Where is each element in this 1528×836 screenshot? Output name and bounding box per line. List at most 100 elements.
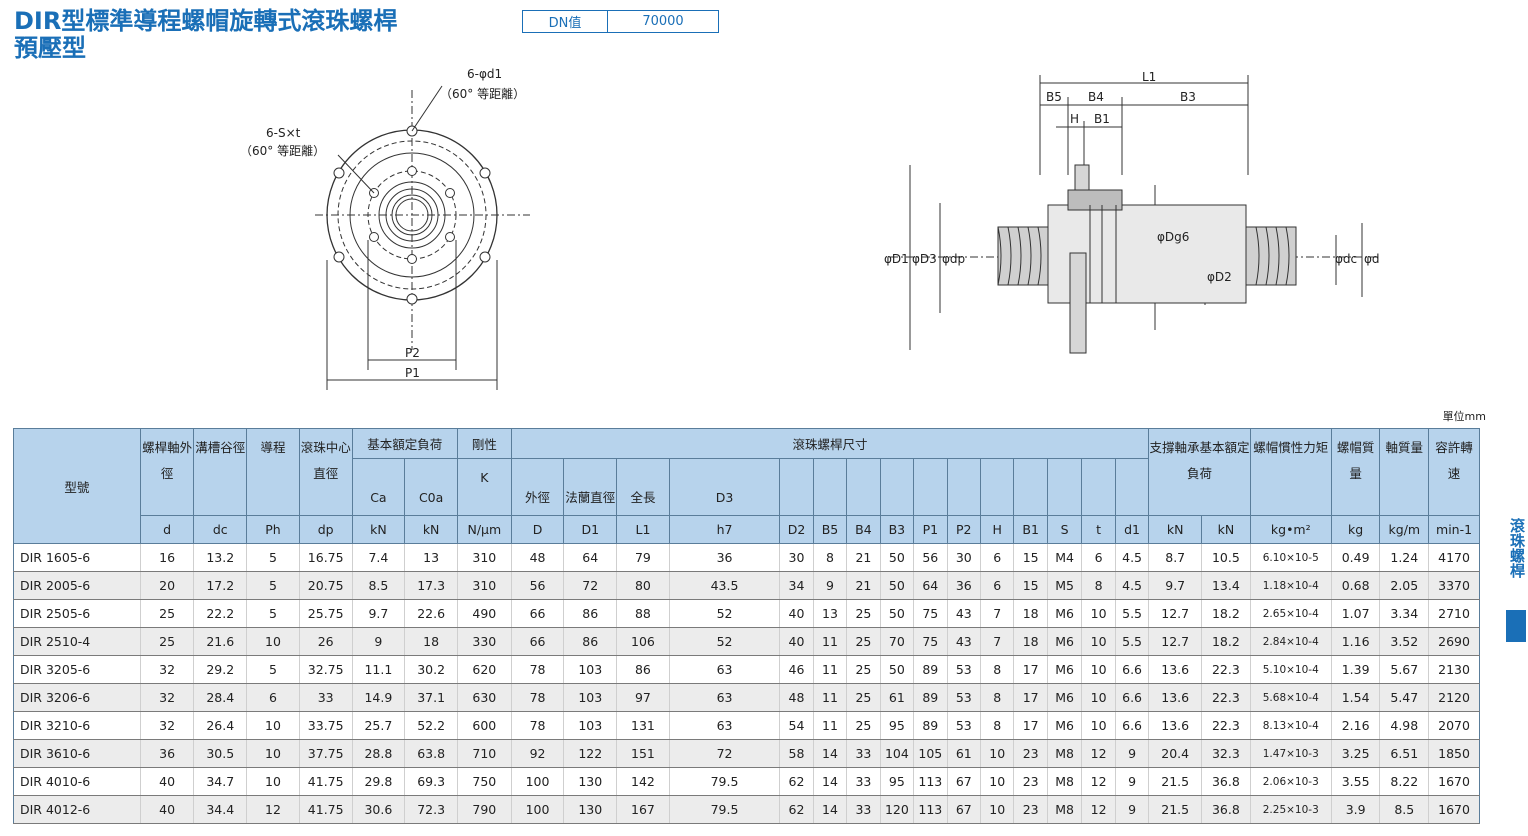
value-cell: 113 bbox=[913, 767, 948, 796]
value-cell: 630 bbox=[456, 683, 512, 712]
value-cell: 29.8 bbox=[351, 767, 405, 796]
value-cell: 61 bbox=[879, 683, 914, 712]
symbol-cell: h7 bbox=[668, 515, 781, 544]
value-cell: 29.2 bbox=[193, 655, 247, 684]
model-cell: DIR 3206-6 bbox=[13, 683, 141, 712]
value-cell: 12 bbox=[1081, 767, 1116, 796]
value-cell: 12.7 bbox=[1148, 599, 1202, 628]
symbol-cell: N/μm bbox=[456, 515, 512, 544]
value-cell: 310 bbox=[456, 543, 512, 572]
value-cell: 33.75 bbox=[298, 711, 353, 740]
sub-d3: D3 bbox=[668, 458, 781, 516]
value-cell: 5.47 bbox=[1379, 683, 1429, 712]
value-cell: 30.2 bbox=[404, 655, 458, 684]
value-cell: 53 bbox=[946, 683, 981, 712]
b4-label: B4 bbox=[1088, 90, 1104, 104]
value-cell: 3.55 bbox=[1330, 767, 1380, 796]
value-cell: 10 bbox=[1081, 627, 1116, 656]
value-cell: 43 bbox=[946, 599, 981, 628]
value-cell: 10 bbox=[246, 767, 300, 796]
value-cell: 32 bbox=[139, 655, 194, 684]
value-cell: 95 bbox=[879, 767, 914, 796]
value-cell: 10 bbox=[1081, 711, 1116, 740]
value-cell: 1850 bbox=[1428, 739, 1480, 768]
value-cell: 64 bbox=[563, 543, 617, 572]
value-cell: 5 bbox=[246, 543, 300, 572]
value-cell: 63.8 bbox=[404, 739, 458, 768]
value-cell: 151 bbox=[616, 739, 670, 768]
value-cell: 790 bbox=[456, 795, 512, 824]
dn-value: 70000 bbox=[642, 14, 684, 29]
value-cell: 6.6 bbox=[1114, 711, 1149, 740]
value-cell: 64 bbox=[913, 571, 948, 600]
value-cell: 20 bbox=[139, 571, 194, 600]
value-cell: 6 bbox=[979, 571, 1014, 600]
value-cell: 10.5 bbox=[1201, 543, 1251, 572]
symbol-cell: kN bbox=[1201, 515, 1251, 544]
value-cell: 52 bbox=[668, 627, 780, 656]
col-dp: 滾珠中心直徑 bbox=[298, 428, 353, 516]
symbol-cell: d bbox=[139, 515, 195, 544]
value-cell: 53 bbox=[946, 711, 981, 740]
symbol-cell: kN bbox=[404, 515, 458, 544]
value-cell: 10 bbox=[246, 739, 300, 768]
value-cell: 37.75 bbox=[298, 739, 353, 768]
value-cell: M4 bbox=[1046, 543, 1082, 572]
value-cell: M6 bbox=[1046, 627, 1082, 656]
spec-table: 型號 螺桿軸外徑 溝槽谷徑 導程 滾珠中心直徑 基本額定負荷 剛性 滾珠螺桿尺寸… bbox=[13, 428, 1480, 824]
d2-label: φD2 bbox=[1207, 270, 1232, 284]
value-cell: 130 bbox=[563, 795, 617, 824]
value-cell: 5 bbox=[246, 599, 300, 628]
value-cell: 70 bbox=[879, 627, 914, 656]
value-cell: 12 bbox=[246, 795, 300, 824]
symbol-cell: S bbox=[1046, 515, 1083, 544]
value-cell: 48 bbox=[510, 543, 564, 572]
value-cell: 88 bbox=[616, 599, 670, 628]
value-cell: 33 bbox=[846, 795, 881, 824]
value-cell: 113 bbox=[913, 795, 948, 824]
value-cell: 25 bbox=[139, 627, 194, 656]
value-cell: 89 bbox=[913, 711, 948, 740]
value-cell: 32.75 bbox=[298, 655, 353, 684]
value-cell: 32 bbox=[139, 711, 194, 740]
dg6-label: φDg6 bbox=[1157, 230, 1189, 244]
value-cell: 28.4 bbox=[193, 683, 247, 712]
value-cell: 11 bbox=[812, 711, 847, 740]
symbol-cell: D bbox=[510, 515, 565, 544]
value-cell: 92 bbox=[510, 739, 564, 768]
value-cell: 9 bbox=[1114, 795, 1149, 824]
value-cell: 7.4 bbox=[351, 543, 405, 572]
value-cell: 79.5 bbox=[668, 767, 780, 796]
value-cell: 33 bbox=[298, 683, 353, 712]
value-cell: 25 bbox=[846, 683, 881, 712]
value-cell: 5 bbox=[246, 571, 300, 600]
value-cell: 3370 bbox=[1428, 571, 1480, 600]
value-cell: 490 bbox=[456, 599, 512, 628]
value-cell: 8 bbox=[812, 543, 847, 572]
value-cell: 56 bbox=[913, 543, 948, 572]
value-cell: 34.4 bbox=[193, 795, 247, 824]
value-cell: 67 bbox=[946, 767, 981, 796]
value-cell: 25.7 bbox=[351, 711, 405, 740]
value-cell: 6.51 bbox=[1379, 739, 1429, 768]
col-support-load: 支撐軸承基本額定負荷 bbox=[1148, 428, 1251, 516]
value-cell: 17 bbox=[1013, 655, 1048, 684]
value-cell: 5.68×10-4 bbox=[1249, 683, 1332, 712]
value-cell: 32.3 bbox=[1201, 739, 1251, 768]
value-cell: 56 bbox=[510, 571, 564, 600]
value-cell: 2.65×10-4 bbox=[1249, 599, 1332, 628]
value-cell: 13 bbox=[404, 543, 458, 572]
page-title: DIR型標準導程螺帽旋轉式滾珠螺桿 預壓型 bbox=[14, 8, 397, 62]
value-cell: 23 bbox=[1013, 795, 1048, 824]
value-cell: 14 bbox=[812, 795, 847, 824]
value-cell: 75 bbox=[913, 627, 948, 656]
value-cell: 48 bbox=[779, 683, 814, 712]
value-cell: 13.2 bbox=[193, 543, 247, 572]
sub-k: K bbox=[456, 458, 512, 516]
value-cell: 6 bbox=[246, 683, 300, 712]
